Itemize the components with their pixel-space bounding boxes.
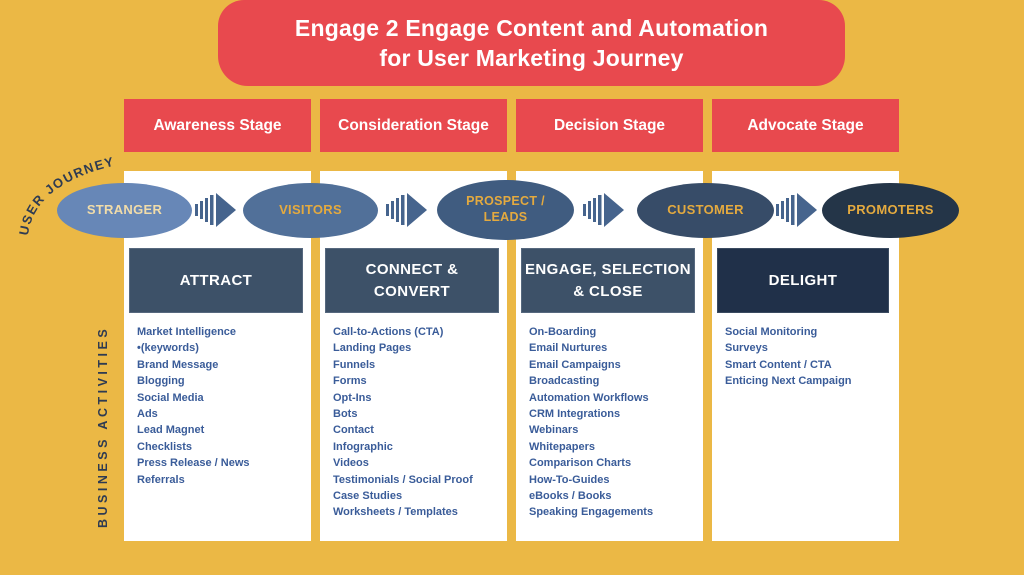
list-item: Forms: [333, 375, 367, 388]
activity-header-connect-convert: CONNECT & CONVERT: [325, 248, 499, 313]
list-item: Checklists: [137, 440, 193, 453]
list-item: eBooks / Books: [529, 490, 612, 503]
journey-arrow-icon: [776, 193, 817, 227]
list-item: Blogging: [137, 375, 185, 388]
page-title: Engage 2 Engage Content and Automation f…: [294, 15, 769, 71]
list-item: Funnels: [333, 358, 376, 371]
journey-arrow-icon: [386, 193, 427, 227]
title-banner: Engage 2 Engage Content and Automation f…: [218, 0, 845, 86]
journey-arrow-icon: [583, 193, 624, 227]
list-item: Broadcasting: [529, 375, 600, 388]
list-item: Case Studies: [333, 490, 403, 503]
list-item: Worksheets / Templates: [333, 506, 458, 519]
journey-ellipse-promoters: PROMOTERS: [822, 183, 959, 238]
list-item: Social Monitoring: [725, 326, 818, 338]
journey-ellipse-prospect-leads: PROSPECT / LEADS: [437, 180, 574, 240]
list-item: Enticing Next Campaign: [725, 375, 852, 388]
list-item: Call-to-Actions (CTA): [333, 326, 444, 338]
stage-header-advocate: Advocate Stage: [712, 99, 899, 152]
list-item: Whitepapers: [529, 440, 596, 453]
list-item: Email Nurtures: [529, 342, 608, 355]
list-item: Testimonials / Social Proof: [333, 473, 473, 486]
list-item: Press Release / News: [137, 457, 250, 470]
stage-header-decision: Decision Stage: [516, 99, 703, 152]
list-item: Automation Workflows: [529, 391, 649, 404]
stage-header-awareness: Awareness Stage: [124, 99, 311, 152]
list-item: Speaking Engagements: [529, 506, 654, 519]
activity-header-delight: DELIGHT: [717, 248, 889, 313]
list-item: Landing Pages: [333, 342, 412, 355]
list-item: On-Boarding: [529, 326, 597, 338]
journey-ellipse-visitors: VISITORS: [243, 183, 378, 238]
list-item: Opt-Ins: [333, 391, 372, 404]
business-activities-label: BUSINESS ACTIVITIES: [96, 325, 110, 529]
list-item: Brand Message: [137, 358, 219, 371]
list-item: •(keywords): [137, 342, 199, 355]
list-item: Social Media: [137, 391, 204, 404]
list-item: How-To-Guides: [529, 473, 610, 486]
list-item: Referrals: [137, 473, 185, 486]
list-item: Infographic: [333, 440, 393, 453]
list-item: Lead Magnet: [137, 424, 205, 437]
activity-header-attract: ATTRACT: [129, 248, 303, 313]
journey-ellipse-stranger: STRANGER: [57, 183, 192, 238]
list-item: Contact: [333, 424, 374, 437]
stage-header-consideration: Consideration Stage: [320, 99, 507, 152]
list-item: CRM Integrations: [529, 408, 621, 421]
list-item: Webinars: [529, 424, 579, 437]
journey-arrow-icon: [195, 193, 236, 227]
list-item: Bots: [333, 408, 358, 421]
list-item: Ads: [137, 408, 158, 421]
journey-ellipse-customer: CUSTOMER: [637, 183, 774, 238]
activity-list-attract: Market Intelligence •(keywords) Brand Mess…: [137, 324, 313, 488]
activity-header-engage-selection-close: ENGAGE, SELECTION & CLOSE: [521, 248, 695, 313]
list-item: Comparison Charts: [529, 457, 632, 470]
list-item: Email Campaigns: [529, 358, 621, 371]
list-item: Videos: [333, 457, 369, 470]
list-item: Surveys: [725, 342, 768, 355]
list-item: Market Intelligence: [137, 326, 237, 338]
list-item: Smart Content / CTA: [725, 358, 832, 371]
